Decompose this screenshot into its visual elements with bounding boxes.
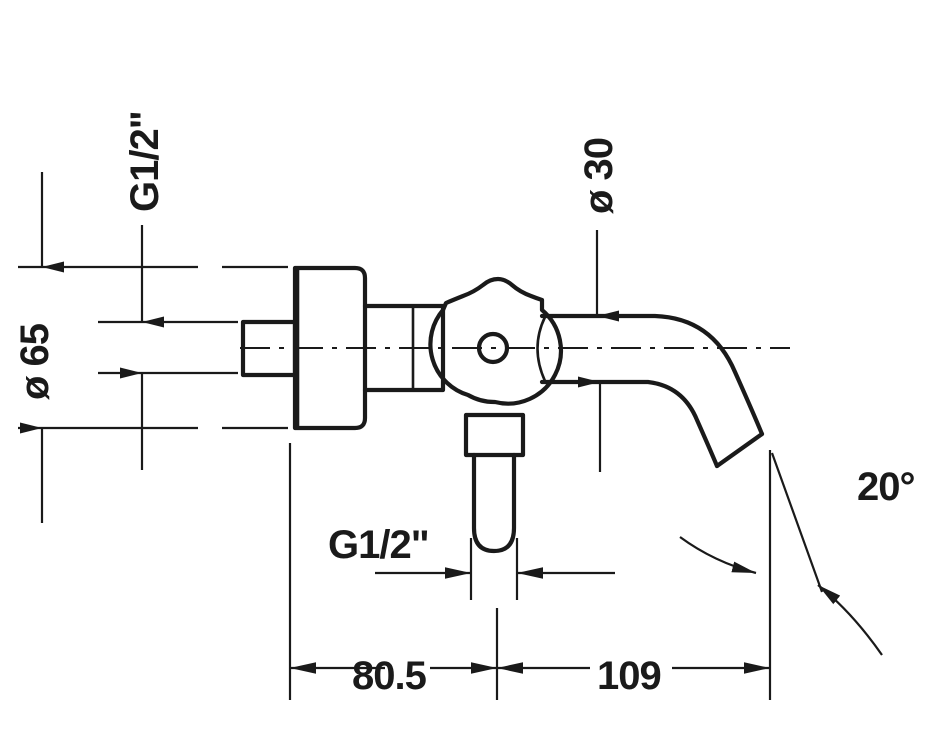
valve-pivot-hole (476, 331, 510, 365)
dimension-lengths: 80.5 109 (288, 443, 770, 700)
spout-joint-arc (536, 315, 547, 383)
spout-outlet-face (714, 431, 765, 469)
valve-shank (362, 303, 446, 393)
angle-ref-line (770, 452, 824, 593)
label-thread-inlet: G1/2" (123, 111, 167, 212)
label-diameter-30: ø 30 (577, 138, 621, 214)
dimension-thread-outlet: G1/2" (328, 523, 615, 600)
faucet-body-geometry (240, 265, 765, 554)
dimension-thread-inlet: G1/2" (98, 111, 238, 470)
spout-top-contour (539, 313, 765, 437)
label-length-109: 109 (597, 654, 661, 698)
angle-arc-left (679, 536, 757, 575)
angle-arc-right (817, 584, 883, 656)
wall-escutcheon (292, 265, 368, 431)
dimension-angle-20: 20° (679, 450, 916, 700)
handle-collar (463, 412, 526, 458)
valve-housing (428, 276, 564, 406)
label-angle-20: 20° (857, 465, 915, 509)
label-diameter-65: ø 65 (13, 323, 57, 400)
dimension-diameter-65: ø 65 (13, 172, 288, 523)
spout-bottom-contour (539, 379, 720, 469)
label-thread-outlet: G1/2" (328, 523, 429, 567)
label-length-80: 80.5 (352, 654, 427, 698)
handle-lever (471, 452, 517, 554)
dimension-diameter-30: ø 30 (577, 138, 621, 472)
